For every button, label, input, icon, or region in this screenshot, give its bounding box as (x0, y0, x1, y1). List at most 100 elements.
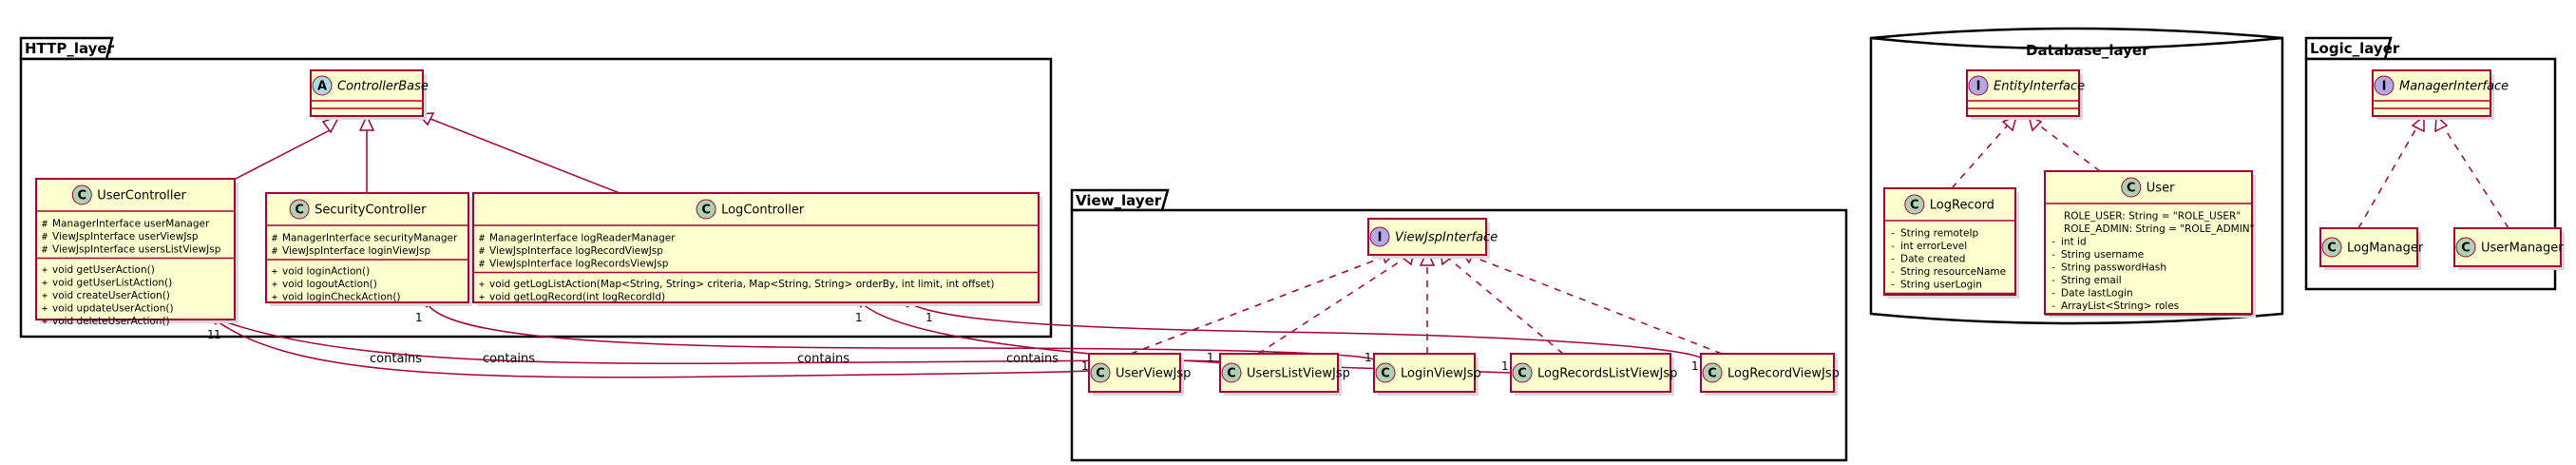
class-name: UserViewJsp (1116, 367, 1191, 381)
multiplicity-label: 1 (207, 328, 215, 341)
class-member: int id (2061, 237, 2087, 248)
class-stereotype-icon (1375, 362, 1396, 383)
multiplicity-label: 1 (855, 311, 863, 324)
member-visibility: + (479, 280, 485, 290)
member-visibility: # (479, 234, 485, 244)
class-stereotype-icon (1702, 362, 1723, 383)
class-member: void getLogListAction(Map<String, String… (489, 279, 994, 290)
class-member: String resourceName (1900, 266, 2006, 278)
class-member: void getLogRecord(int logRecordId) (489, 292, 665, 303)
member-visibility: # (42, 232, 48, 242)
class-stereotype-letter: C (1227, 367, 1236, 381)
relation-label: contains (1006, 352, 1059, 366)
package-title: View_layer (1076, 192, 1162, 209)
class-box (1510, 353, 1671, 393)
class-stereotype-icon (696, 199, 716, 220)
class-userviewjsp[interactable]: UserViewJsp C (1088, 353, 1191, 396)
class-stereotype-letter: A (317, 80, 327, 94)
class-name: LogRecordsListViewJsp (1537, 367, 1677, 381)
class-member: Date lastLogin (2061, 288, 2133, 300)
class-stereotype-icon (1090, 362, 1111, 383)
class-box (2044, 170, 2253, 315)
class-managerinterface[interactable]: ManagerInterface I (2372, 69, 2509, 120)
class-name: LoginViewJsp (1401, 367, 1481, 381)
member-visibility: - (1890, 281, 1896, 291)
realization-logrecordviewjsp (1467, 254, 1723, 355)
class-member: ViewJspInterface loginViewJsp (282, 245, 431, 257)
member-visibility: - (2051, 289, 2056, 300)
member-visibility: - (1890, 229, 1896, 240)
member-visibility: + (272, 293, 277, 303)
class-stereotype-letter: C (2461, 242, 2471, 256)
class-member: void createUserAction() (52, 290, 170, 301)
class-stereotype-letter: C (2127, 182, 2136, 196)
class-stereotype-icon (71, 184, 92, 205)
realization-user (2033, 121, 2101, 172)
class-box (1883, 187, 2016, 296)
class-member: ROLE_USER: String = "ROLE_USER" (2064, 211, 2241, 223)
member-visibility: # (479, 246, 485, 257)
generalization-arrowhead (358, 114, 375, 131)
class-member: ManagerInterface securityManager (282, 233, 458, 244)
class-member: String remoteIp (1900, 228, 1979, 240)
class-member: ViewJspInterface logRecordViewJsp (489, 245, 663, 257)
class-member: void loginCheckAction() (282, 292, 401, 303)
realization-userslistviewjsp (1257, 254, 1411, 355)
member-visibility: - (2051, 250, 2056, 261)
class-stereotype-icon (2321, 237, 2342, 258)
multiplicity-label: 1 (415, 311, 423, 324)
class-member: String userLogin (1900, 280, 1982, 291)
class-stereotype-letter: C (1096, 367, 1105, 381)
multiplicity-label: 1 (925, 311, 933, 324)
multiplicity-label: 1 (1501, 359, 1509, 373)
generalization-usercontroller (231, 129, 331, 182)
class-stereotype-icon (1904, 194, 1925, 215)
class-name: EntityInterface (1994, 80, 2085, 94)
member-visibility: + (42, 317, 48, 327)
class-member: void getUserListAction() (52, 278, 172, 289)
class-stereotype-letter: C (2327, 242, 2337, 256)
member-visibility: + (42, 304, 48, 315)
multiplicity-label: 1 (214, 328, 221, 341)
class-member: int errorLevel (1900, 241, 1967, 252)
class-name: LogRecordViewJsp (1727, 367, 1840, 381)
class-stereotype-letter: I (2382, 80, 2387, 94)
member-visibility: - (2051, 301, 2056, 312)
class-name: UserManager (2481, 242, 2564, 256)
class-stereotype-letter: I (1976, 80, 1981, 94)
member-visibility: + (42, 279, 48, 289)
class-name: ManagerInterface (2399, 80, 2509, 94)
class-member: String username (2061, 249, 2144, 261)
class-name: ViewJspInterface (1395, 231, 1498, 245)
class-name: LogController (721, 203, 805, 218)
member-visibility: # (479, 260, 485, 270)
class-entityinterface[interactable]: EntityInterface I (1966, 69, 2085, 120)
class-member: ManagerInterface userManager (52, 219, 210, 230)
member-visibility: # (42, 220, 48, 230)
package-title: HTTP_layer (25, 40, 115, 57)
class-stereotype-icon (1221, 362, 1242, 383)
composition-usercontroller-userviewjsp (214, 319, 1090, 378)
class-member: ViewJspInterface userViewJsp (52, 231, 199, 242)
member-visibility: - (1890, 242, 1896, 252)
class-member: ManagerInterface logReaderManager (489, 233, 676, 244)
class-usermanager[interactable]: UserManager C (2453, 227, 2565, 270)
package-title: Logic_layer (2310, 40, 2400, 57)
class-member: ViewJspInterface usersListViewJsp (52, 244, 221, 256)
member-visibility: + (479, 293, 485, 303)
member-visibility: + (42, 291, 48, 301)
class-stereotype-icon (2121, 177, 2142, 198)
